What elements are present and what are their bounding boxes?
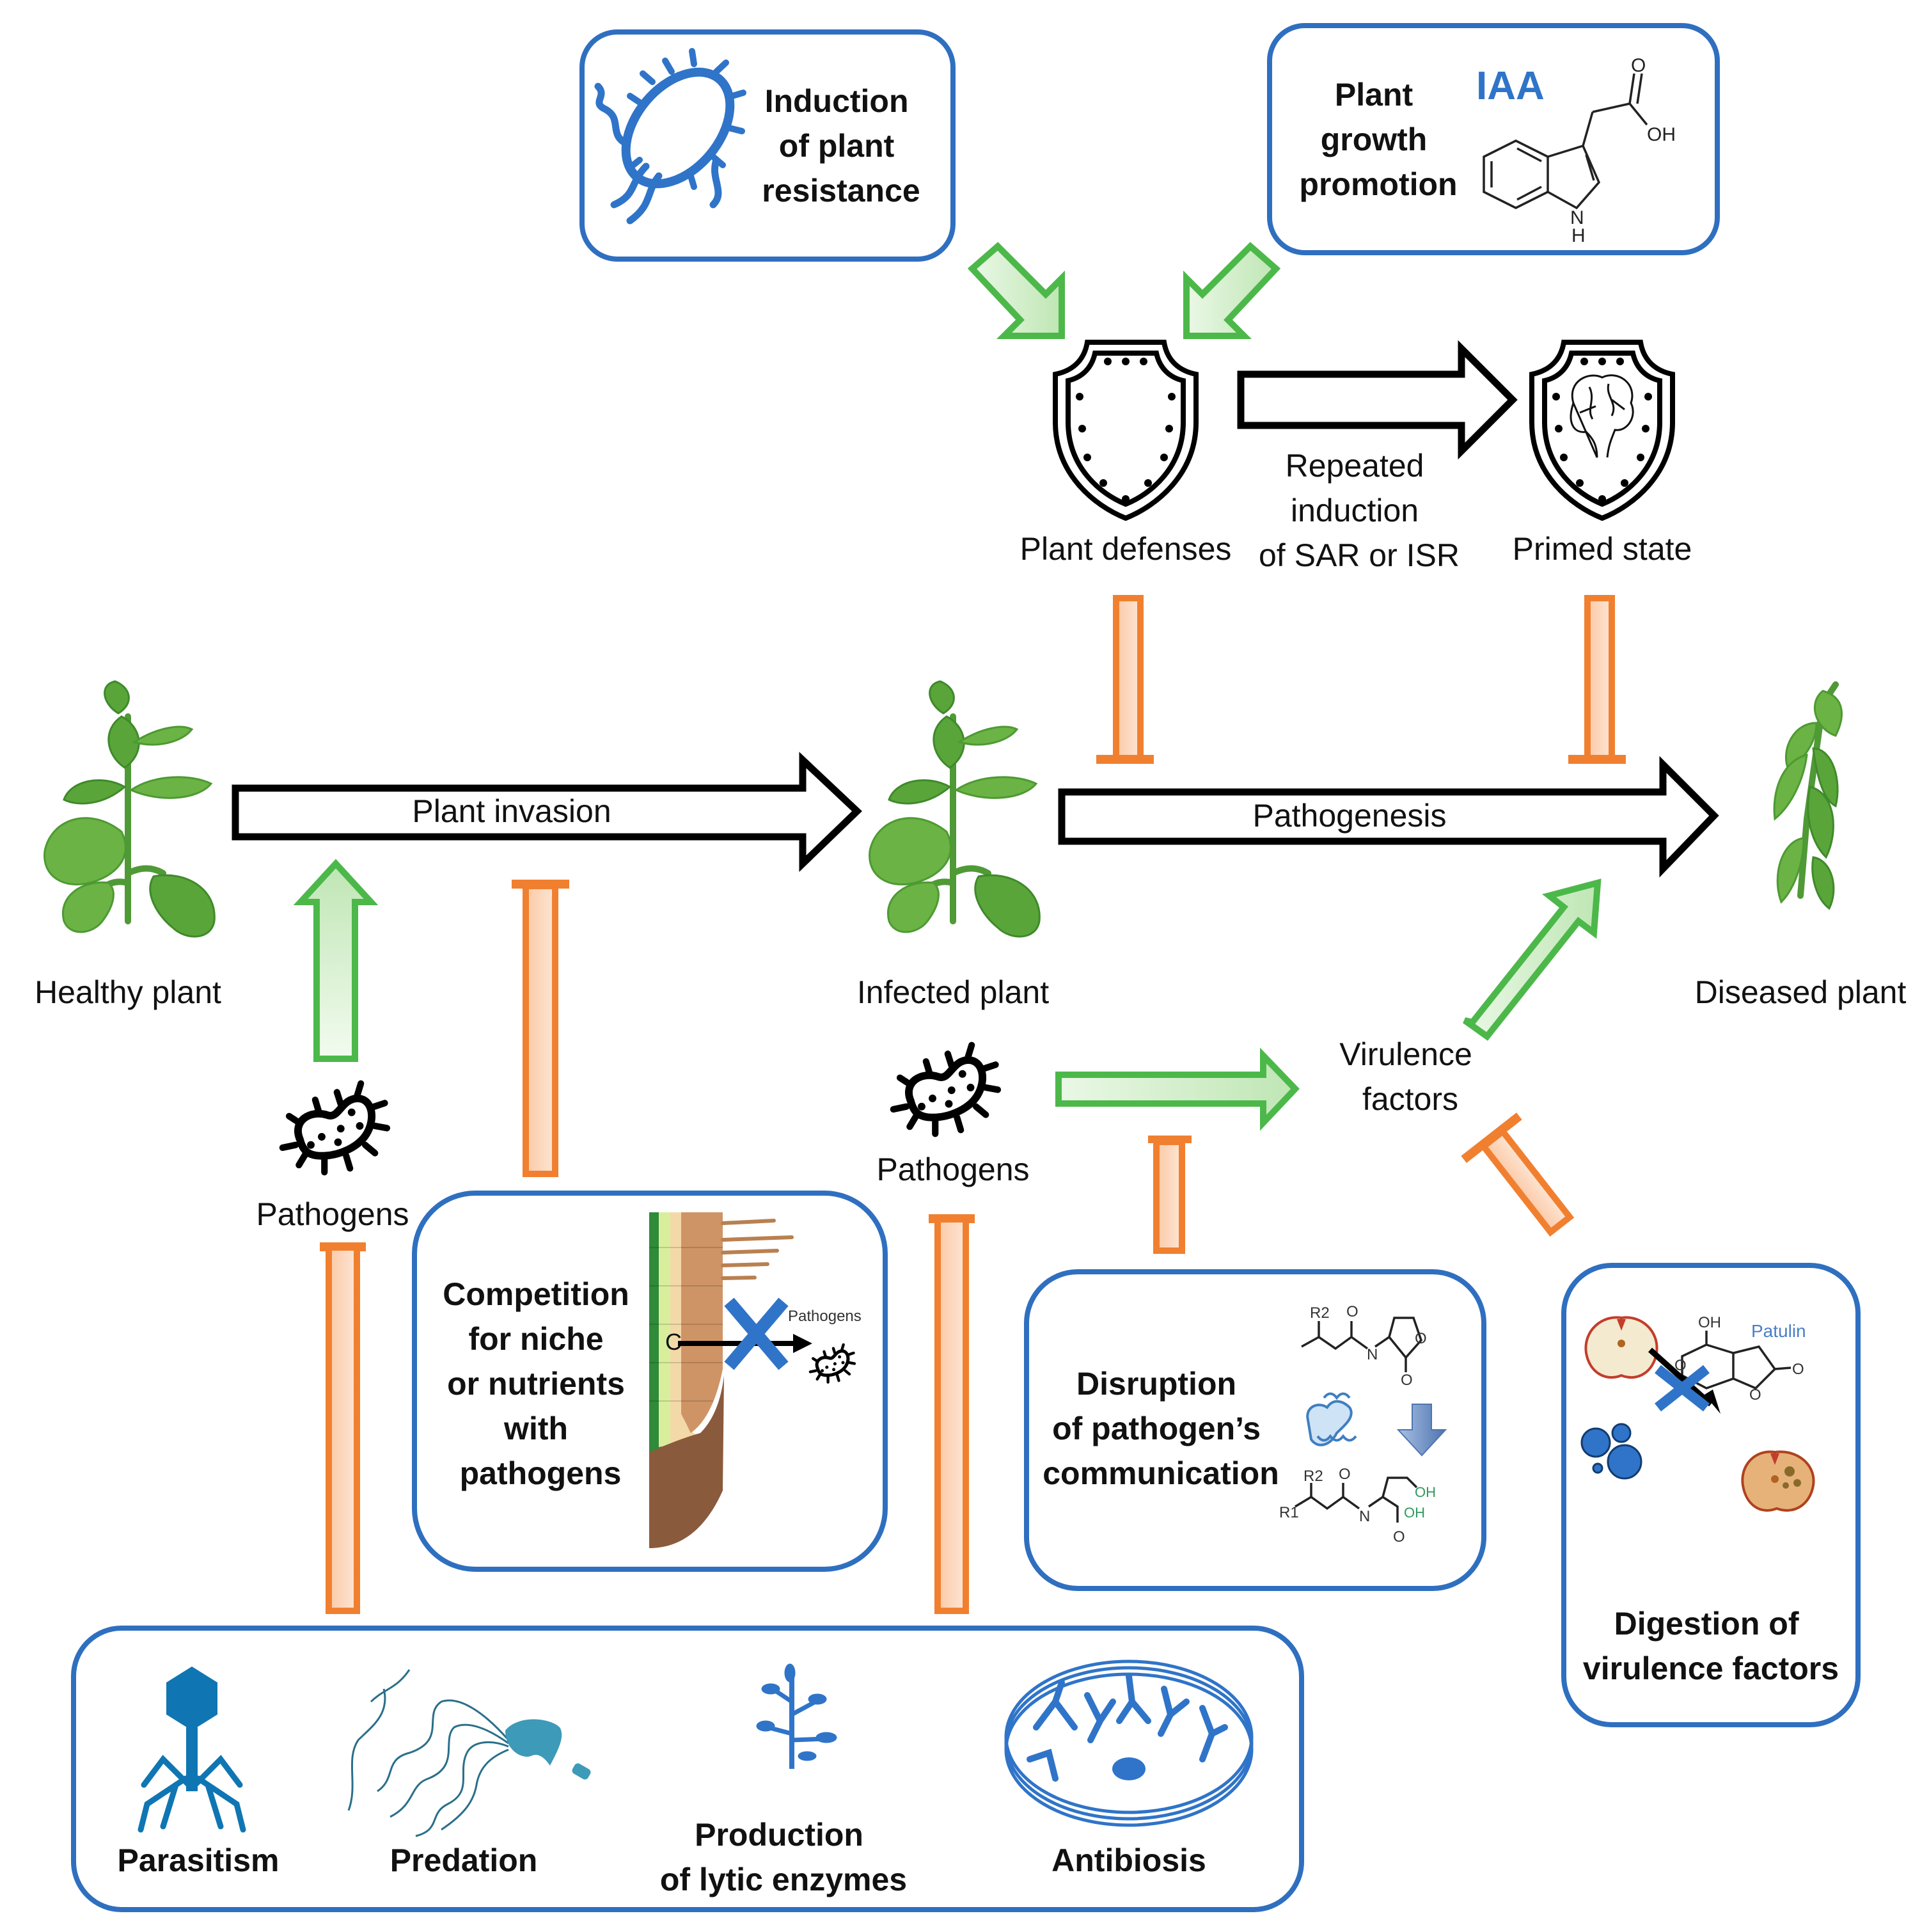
hydrolyzed-ahl-structure: R1 R2 O N OH OH O <box>1279 1466 1436 1546</box>
inhibit-bar-primed <box>1568 595 1626 764</box>
healthy-plant-icon <box>45 681 215 937</box>
root-tip-icon <box>649 1212 794 1548</box>
growth-promotion-box: Plant growth promotion IAA O OH N H <box>1267 23 1720 255</box>
svg-text:OH: OH <box>1698 1314 1721 1331</box>
svg-text:O: O <box>1346 1303 1358 1320</box>
svg-text:OH: OH <box>1415 1484 1436 1500</box>
inhibit-bar-digestion <box>1461 1112 1575 1237</box>
disruption-box: Disruption of pathogen’s communication R… <box>1024 1269 1486 1591</box>
pathogen-bacterium-icon-center <box>894 1045 998 1134</box>
inhibit-bar-mechanisms-center <box>929 1214 975 1614</box>
promote-arrow-resistance <box>967 242 1065 339</box>
degradation-arrow-line <box>1648 1347 1713 1407</box>
inhibit-bar-competition-to-invasion <box>512 880 569 1177</box>
svg-text:O: O <box>1339 1466 1351 1483</box>
mechanisms-box: Parasitism Predation <box>71 1626 1304 1912</box>
promote-arrow-pathogen-to-healthy <box>293 859 379 1062</box>
pathogens-center-label: Pathogens <box>876 1152 1029 1187</box>
pathogenesis-arrow <box>1058 756 1719 878</box>
svg-text:O: O <box>1401 1372 1413 1389</box>
growth-promotion-text: Plant growth promotion <box>1299 77 1457 202</box>
inhibit-bar-mechanisms-left <box>320 1242 366 1614</box>
digestion-text: Digestion of virulence factors <box>1583 1606 1839 1686</box>
pathogenesis-label: Pathogenesis <box>1252 798 1446 834</box>
svg-text:O: O <box>1631 55 1646 76</box>
ahl-molecule-structure: R2 O N O O <box>1301 1303 1427 1389</box>
virulence-factors-label: Virulence factors <box>1339 1036 1481 1117</box>
promote-arrow-virulence-to-pathogenesis <box>1463 878 1602 1041</box>
bacteriophage-icon <box>138 1667 246 1833</box>
predatory-bacterium-icon <box>347 1669 591 1837</box>
patulin-molecule-structure: OH O O O <box>1674 1314 1804 1404</box>
conversion-down-arrow <box>1396 1404 1447 1457</box>
competition-box: Competition for niche or nutrients with … <box>412 1191 888 1572</box>
induction-resistance-box: Induction of plant resistance <box>579 29 956 262</box>
svg-text:OH: OH <box>1404 1505 1425 1521</box>
patulin-label: Patulin <box>1751 1321 1806 1341</box>
svg-text:O: O <box>1674 1357 1687 1374</box>
mechanism-label-antibiosis: Antibiosis <box>1051 1842 1206 1878</box>
infected-plant-label: Infected plant <box>857 974 1049 1010</box>
infected-plant-icon <box>870 681 1040 937</box>
brain-icon <box>1570 374 1634 458</box>
digestion-box: Patulin OH O O O <box>1561 1263 1861 1727</box>
microbe-cluster-icon <box>1580 1423 1642 1480</box>
svg-text:N: N <box>1359 1508 1370 1525</box>
svg-text:R2: R2 <box>1310 1304 1330 1322</box>
svg-text:O: O <box>1792 1361 1804 1378</box>
svg-text:OH: OH <box>1647 124 1676 145</box>
blocked-arrow-head <box>793 1334 812 1353</box>
inhibit-bar-defenses <box>1096 595 1154 764</box>
iaa-label: IAA <box>1476 64 1545 108</box>
svg-text:O: O <box>1415 1330 1427 1347</box>
promote-arrow-pathogen-to-virulence <box>1055 1047 1300 1131</box>
mechanism-label-predation: Predation <box>390 1842 538 1878</box>
rhizobacterium-icon <box>594 48 746 225</box>
plant-invasion-label: Plant invasion <box>412 793 611 829</box>
pathogens-left-label: Pathogens <box>256 1196 409 1232</box>
repeated-induction-arrow <box>1237 340 1518 460</box>
svg-text:O: O <box>1393 1528 1405 1546</box>
induction-resistance-text: Induction of plant resistance <box>762 83 920 209</box>
svg-text:R1: R1 <box>1279 1504 1299 1521</box>
pathogen-bacterium-icon-left <box>283 1084 387 1173</box>
svg-text:N: N <box>1367 1346 1378 1363</box>
diseased-plant-label: Diseased plant <box>1695 974 1907 1010</box>
fungal-hyphae-icon <box>756 1663 837 1769</box>
inhibit-bar-disruption <box>1148 1136 1192 1254</box>
block-cross-icon <box>724 1297 789 1370</box>
svg-text:H: H <box>1571 225 1586 246</box>
plant-defenses-shield-icon <box>1055 342 1196 518</box>
competition-pathogens-label: Pathogens <box>788 1308 862 1325</box>
svg-text:N: N <box>1570 207 1584 228</box>
iaa-molecule-structure: O OH N H <box>1483 55 1676 246</box>
svg-text:O: O <box>1749 1386 1761 1404</box>
primed-state-label: Primed state <box>1513 531 1692 567</box>
lactonase-enzyme-icon <box>1306 1392 1357 1446</box>
mechanism-label-parasitism: Parasitism <box>118 1842 280 1878</box>
competition-text: Competition for niche or nutrients with … <box>443 1276 638 1491</box>
block-cross-icon-digestion <box>1655 1365 1710 1412</box>
diseased-plant-icon <box>1774 685 1841 908</box>
repeated-induction-label: Repeated induction of SAR or ISR <box>1259 448 1460 573</box>
plant-invasion-arrow <box>232 752 862 872</box>
primed-state-shield-icon <box>1532 342 1673 518</box>
healthy-apple-icon <box>1584 1316 1658 1379</box>
healthy-plant-label: Healthy plant <box>35 974 221 1010</box>
promote-arrow-growth <box>1183 242 1281 339</box>
disruption-text: Disruption of pathogen’s communication <box>1043 1366 1279 1491</box>
plant-defenses-label: Plant defenses <box>1020 531 1232 567</box>
rotten-apple-icon <box>1741 1450 1815 1512</box>
svg-text:R2: R2 <box>1303 1468 1323 1485</box>
mechanism-label-lytic-enzymes: Production of lytic enzymes <box>660 1817 907 1897</box>
degradation-arrow-head <box>1705 1390 1720 1414</box>
petri-dish-icon <box>1004 1659 1254 1827</box>
